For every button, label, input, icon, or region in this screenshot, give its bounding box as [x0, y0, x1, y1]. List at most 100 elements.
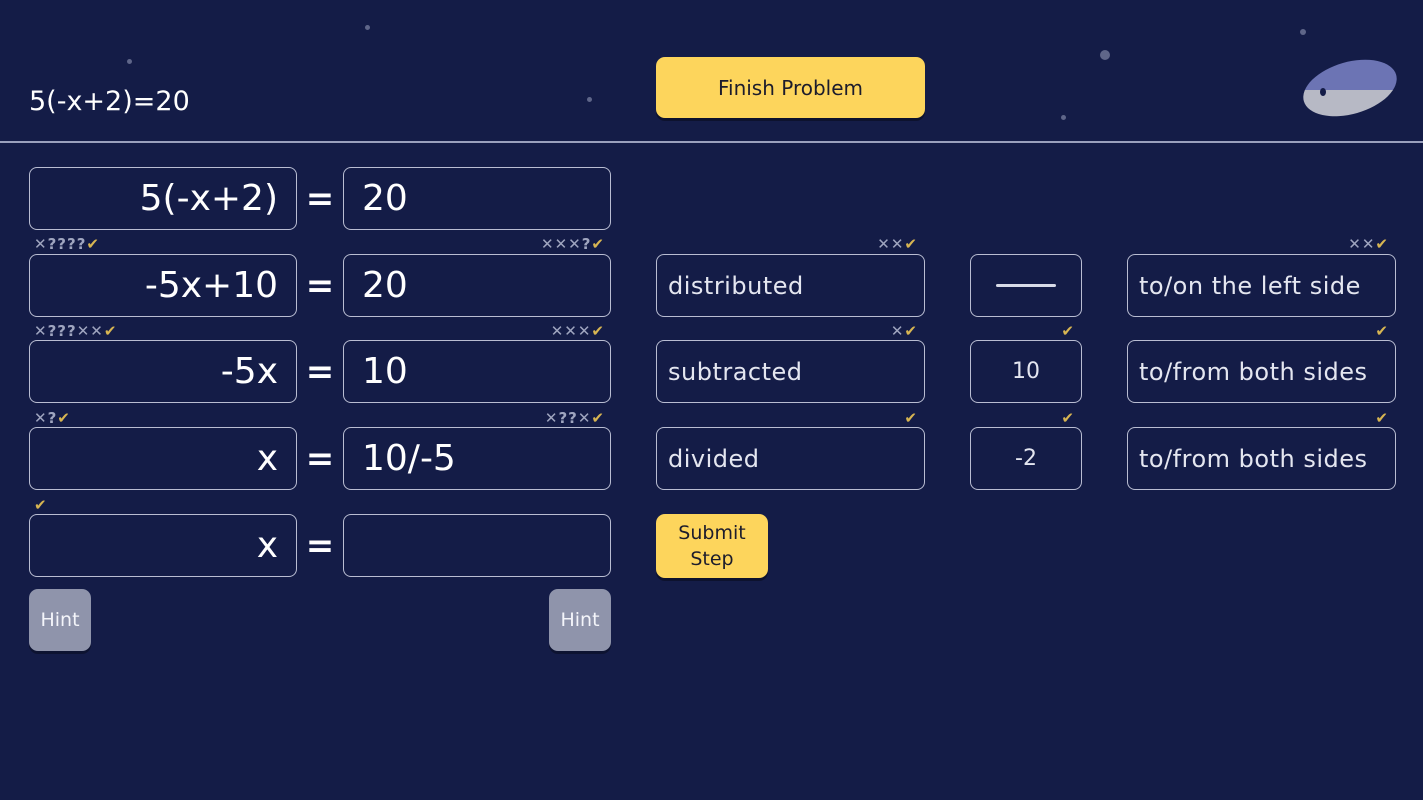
cross-mark-icon: ✕ [544, 409, 559, 427]
operation-feedback-marks: ✕✔ [891, 321, 918, 341]
cross-mark-icon: ✕ [568, 235, 582, 253]
check-mark-icon: ✔ [1375, 235, 1389, 253]
step-0-right-side-text: 20 [362, 178, 408, 219]
star-decoration [127, 59, 132, 64]
question-mark-icon: ? [558, 409, 569, 427]
check-mark-icon: ✔ [1061, 322, 1075, 340]
finish-problem-button[interactable]: Finish Problem [656, 57, 925, 118]
step-2-left-side: -5x [29, 340, 297, 403]
step-4-left-side[interactable]: x [29, 514, 297, 577]
check-mark-icon: ✔ [34, 496, 48, 514]
value-field[interactable] [970, 254, 1082, 317]
question-mark-icon: ? [568, 409, 578, 427]
operation-select-text: divided [668, 444, 760, 473]
question-mark-icon: ? [66, 235, 77, 253]
value-feedback-marks: ✔ [1061, 321, 1075, 341]
cross-mark-icon: ✕ [890, 322, 905, 340]
left-side-feedback-marks: ✕???✕✕✔ [34, 321, 117, 341]
question-mark-icon: ? [66, 322, 77, 340]
cross-mark-icon: ✕ [34, 409, 48, 427]
cross-mark-icon: ✕ [577, 409, 592, 427]
location-select[interactable]: to/on the left side [1127, 254, 1396, 317]
check-mark-icon: ✔ [1061, 409, 1075, 427]
location-feedback-marks: ✔ [1375, 321, 1389, 341]
location-select-text: to/on the left side [1139, 271, 1361, 300]
cross-mark-icon: ✕ [564, 322, 578, 340]
location-select-text: to/from both sides [1139, 357, 1368, 386]
operation-select-text: distributed [668, 271, 804, 300]
cross-mark-icon: ✕ [554, 235, 569, 253]
step-4-left-side-text: x [256, 525, 278, 566]
value-field[interactable]: 10 [970, 340, 1082, 403]
problem-title: 5(-x+2)=20 [29, 86, 190, 117]
question-mark-icon: ? [47, 235, 58, 253]
location-select[interactable]: to/from both sides [1127, 340, 1396, 403]
check-mark-icon: ✔ [591, 409, 605, 427]
planet-icon [1303, 59, 1397, 117]
cross-mark-icon: ✕ [90, 322, 104, 340]
cross-mark-icon: ✕ [577, 322, 592, 340]
step-0-left-side-text: 5(-x+2) [139, 178, 278, 219]
cross-mark-icon: ✕ [1361, 235, 1376, 253]
location-feedback-marks: ✕✕✔ [1348, 234, 1389, 254]
step-3-left-side: x [29, 427, 297, 490]
submit-step-button[interactable]: Submit Step [656, 514, 768, 578]
question-mark-icon: ? [47, 409, 58, 427]
hint-button-right[interactable]: Hint [549, 589, 611, 651]
cross-mark-icon: ✕ [1348, 235, 1362, 253]
step-2-left-side-text: -5x [220, 351, 278, 392]
cross-mark-icon: ✕ [877, 235, 891, 253]
check-mark-icon: ✔ [904, 235, 918, 253]
check-mark-icon: ✔ [904, 322, 918, 340]
blank-value-line [996, 284, 1056, 287]
question-mark-icon: ? [581, 235, 592, 253]
operation-select[interactable]: distributed [656, 254, 925, 317]
cross-mark-icon: ✕ [76, 322, 91, 340]
star-decoration [1061, 115, 1066, 120]
equals-sign: = [305, 178, 335, 219]
value-field[interactable]: -2 [970, 427, 1082, 490]
hint-button-left[interactable]: Hint [29, 589, 91, 651]
check-mark-icon: ✔ [57, 409, 71, 427]
step-0-left-side: 5(-x+2) [29, 167, 297, 230]
value-field-text: -2 [1015, 446, 1037, 471]
answer-input[interactable] [343, 514, 611, 577]
step-3-right-side-text: 10/-5 [362, 438, 456, 479]
operation-select[interactable]: divided [656, 427, 925, 490]
check-mark-icon: ✔ [904, 409, 918, 427]
star-decoration [1100, 50, 1110, 60]
cross-mark-icon: ✕ [890, 235, 905, 253]
right-side-feedback-marks: ✕??✕✔ [545, 408, 605, 428]
value-field-text: 10 [1012, 359, 1040, 384]
equals-sign: = [305, 525, 335, 566]
left-side-feedback-marks: ✔ [34, 495, 48, 515]
location-select-text: to/from both sides [1139, 444, 1368, 473]
step-1-left-side: -5x+10 [29, 254, 297, 317]
left-side-feedback-marks: ✕????✔ [34, 234, 100, 254]
right-side-feedback-marks: ✕✕✕✔ [551, 321, 605, 341]
location-select[interactable]: to/from both sides [1127, 427, 1396, 490]
check-mark-icon: ✔ [591, 322, 605, 340]
step-2-right-side: 10 [343, 340, 611, 403]
step-1-right-side-text: 20 [362, 265, 408, 306]
check-mark-icon: ✔ [103, 322, 118, 340]
equals-sign: = [305, 265, 335, 306]
check-mark-icon: ✔ [591, 235, 605, 253]
cross-mark-icon: ✕ [34, 235, 48, 253]
star-decoration [1300, 29, 1306, 35]
check-mark-icon: ✔ [86, 235, 100, 253]
question-mark-icon: ? [57, 235, 67, 253]
operation-feedback-marks: ✕✕✔ [877, 234, 918, 254]
check-mark-icon: ✔ [1375, 409, 1389, 427]
value-feedback-marks: ✔ [1061, 408, 1075, 428]
left-side-feedback-marks: ✕?✔ [34, 408, 71, 428]
question-mark-icon: ? [76, 235, 87, 253]
operation-select[interactable]: subtracted [656, 340, 925, 403]
check-mark-icon: ✔ [1375, 322, 1389, 340]
equals-sign: = [305, 351, 335, 392]
operation-feedback-marks: ✔ [904, 408, 918, 428]
star-decoration [587, 97, 592, 102]
operation-select-text: subtracted [668, 357, 803, 386]
star-decoration [365, 25, 370, 30]
cross-mark-icon: ✕ [34, 322, 48, 340]
